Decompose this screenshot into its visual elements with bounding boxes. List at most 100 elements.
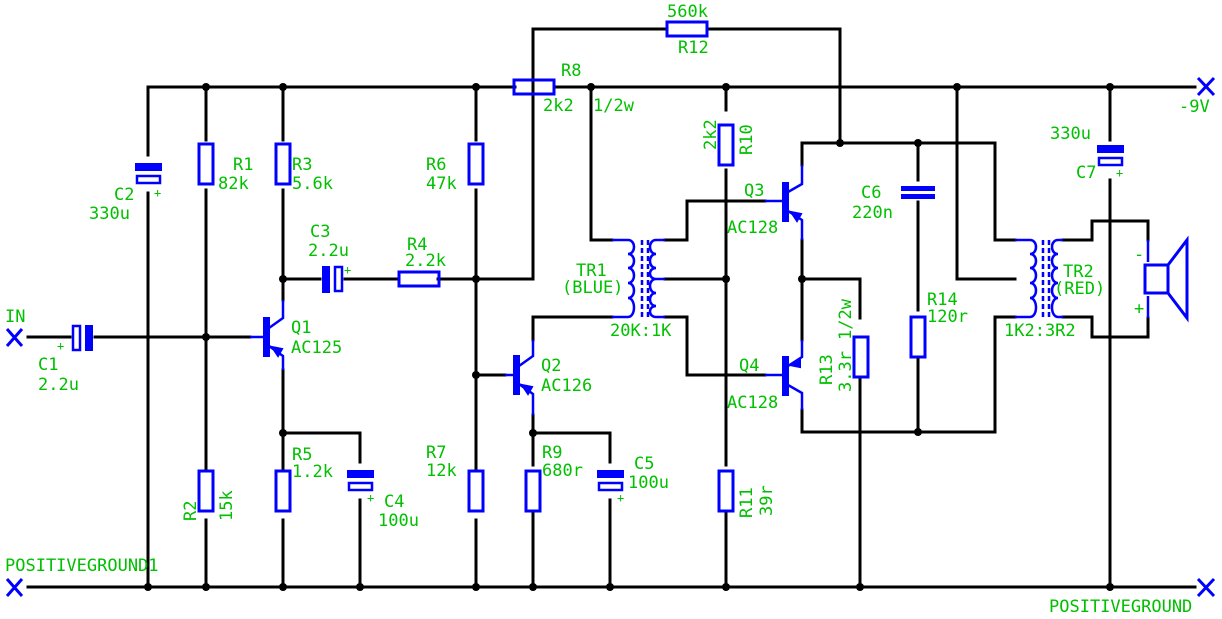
- speaker[interactable]: - +: [1134, 235, 1189, 323]
- r7-value-label: 12k: [426, 461, 457, 481]
- junction: [202, 333, 210, 341]
- transformer-tr2[interactable]: TR2 (RED) 1K2:3R2: [1004, 238, 1105, 341]
- resistor-r5[interactable]: R5 1.2k: [274, 445, 333, 513]
- capacitor-c4[interactable]: + C4 100u: [347, 470, 419, 531]
- r5-ref-label: R5: [292, 445, 312, 465]
- junction: [144, 583, 152, 591]
- junction: [722, 83, 730, 91]
- resistor-r9[interactable]: R9 680r: [524, 443, 583, 513]
- port-in[interactable]: IN: [5, 307, 25, 347]
- c1-value-label: 2.2u: [38, 375, 79, 395]
- resistor-r1[interactable]: R1 82k: [197, 142, 253, 194]
- resistor-r8[interactable]: R8 2k2 1/2w: [512, 61, 635, 116]
- r3-ref-label: R3: [292, 155, 312, 175]
- wire: [800, 277, 862, 320]
- junction: [356, 583, 364, 591]
- wire: [531, 315, 614, 342]
- capacitor-c5[interactable]: + C5 100u: [597, 454, 669, 505]
- junction: [279, 83, 287, 91]
- q4-ref-label: Q4: [739, 356, 759, 376]
- c1-plus-sign: +: [57, 339, 64, 353]
- resistor-r4[interactable]: R4 2.2k: [397, 235, 446, 288]
- port-supply[interactable]: -9V: [1179, 76, 1216, 117]
- junction: [279, 275, 287, 283]
- c6-value-label: 220n: [852, 203, 893, 223]
- port-ground-left[interactable]: POSITIVEGROUND1: [5, 556, 159, 597]
- c2-plus-sign: +: [154, 186, 161, 200]
- r11-ref-label: R11: [737, 487, 757, 518]
- capacitor-c3[interactable]: + C3 2.2u: [308, 222, 351, 293]
- tr1-ratio-label: 20K:1K: [610, 321, 672, 341]
- junction: [722, 583, 730, 591]
- tr2-color-label: (RED): [1054, 279, 1105, 299]
- c6-ref-label: C6: [861, 183, 881, 203]
- junction: [1106, 83, 1114, 91]
- junction: [856, 583, 864, 591]
- wire: [800, 315, 1017, 434]
- transistor-q1[interactable]: Q1 AC125: [250, 300, 342, 370]
- c3-ref-label: C3: [310, 222, 330, 242]
- junction: [472, 583, 480, 591]
- resistor-r14[interactable]: R14 120r: [909, 290, 968, 359]
- r12-value-label: 560k: [667, 2, 708, 22]
- r4-ref-label: R4: [407, 235, 427, 255]
- resistor-r7[interactable]: R7 12k: [426, 443, 485, 513]
- q3-ref-label: Q3: [744, 181, 764, 201]
- resistor-r12[interactable]: 560k R12: [665, 2, 709, 58]
- r13-rating-label: 1/2w: [836, 298, 856, 340]
- transformer-tr1[interactable]: TR1 (BLUE) 20K:1K: [562, 238, 672, 341]
- r10-value-label: 2k2: [701, 119, 721, 150]
- transistor-q4[interactable]: Q4 AC128: [727, 340, 804, 413]
- r9-ref-label: R9: [542, 443, 562, 463]
- r3-value-label: 5.6k: [292, 174, 333, 194]
- c7-ref-label: C7: [1076, 163, 1096, 183]
- junction: [202, 83, 210, 91]
- wire: [589, 85, 614, 242]
- junction: [202, 583, 210, 591]
- wires: [26, 27, 1197, 589]
- capacitor-c1[interactable]: + C1 2.2u: [38, 324, 93, 395]
- transistor-q2[interactable]: Q2 AC126: [505, 340, 592, 415]
- resistor-r11[interactable]: R11 39r: [717, 469, 777, 518]
- wire: [663, 315, 767, 377]
- resistor-r2[interactable]: R2 15k: [181, 469, 237, 521]
- port-ground-right[interactable]: POSITIVEGROUND: [1049, 577, 1216, 617]
- r13-ref-label: R13: [817, 354, 837, 385]
- wire: [1061, 219, 1150, 242]
- r2-ref-label: R2: [181, 501, 201, 521]
- r8-ref-label: R8: [561, 61, 581, 81]
- r4-value-label: 2.2k: [405, 251, 446, 271]
- capacitor-c7[interactable]: + 330u C7: [1050, 124, 1124, 183]
- tr2-ref-label: TR2: [1063, 262, 1094, 282]
- tr1-ref-label: TR1: [576, 261, 607, 281]
- r10-ref-label: R10: [737, 124, 757, 155]
- junction: [953, 83, 961, 91]
- capacitor-c6[interactable]: C6 220n: [852, 183, 935, 223]
- resistor-r10[interactable]: 2k2 R10: [701, 119, 757, 167]
- junction: [798, 275, 806, 283]
- resistor-r13[interactable]: R13 3.3r 1/2w: [817, 298, 870, 392]
- resistor-r3[interactable]: R3 5.6k: [274, 142, 333, 194]
- wire: [1061, 315, 1150, 339]
- transistor-q3[interactable]: Q3 AC128: [727, 165, 804, 240]
- q4-part-label: AC128: [727, 393, 778, 413]
- r6-ref-label: R6: [426, 155, 446, 175]
- resistor-r6[interactable]: R6 47k: [426, 142, 485, 194]
- wire: [663, 199, 767, 242]
- c7-value-label: 330u: [1050, 124, 1091, 144]
- c7-plus-sign: +: [1116, 166, 1123, 180]
- r2-value-label: 15k: [217, 490, 237, 521]
- c2-ref-label: C2: [114, 185, 134, 205]
- c1-ref-label: C1: [38, 355, 58, 375]
- junction: [472, 83, 480, 91]
- capacitor-c2[interactable]: + C2 330u: [89, 163, 162, 224]
- c4-ref-label: C4: [384, 492, 404, 512]
- q1-ref-label: Q1: [291, 318, 311, 338]
- junctions: [144, 83, 1114, 591]
- junction: [472, 275, 480, 283]
- r11-value-label: 39r: [757, 485, 777, 516]
- wire: [800, 141, 1017, 242]
- port-ground-left-label: POSITIVEGROUND1: [5, 556, 159, 576]
- r5-value-label: 1.2k: [292, 462, 333, 482]
